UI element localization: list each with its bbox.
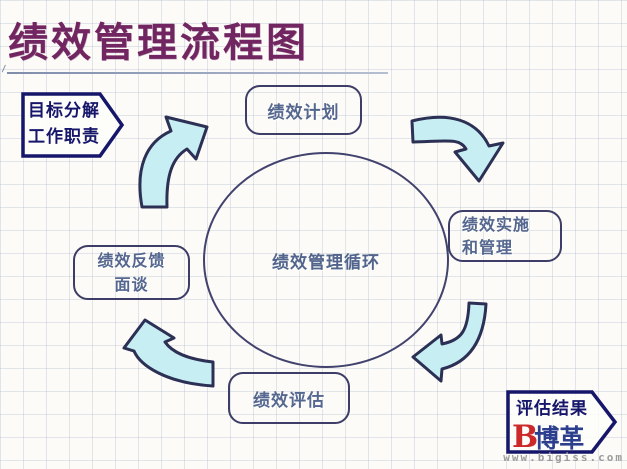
curved-arrow-down-right-icon [410, 115, 505, 183]
page-title: 绩效管理流程图 [8, 19, 309, 66]
implementation-line2: 和管理 [462, 238, 514, 257]
curved-arrow-up-right-icon [138, 115, 209, 209]
goal-line2: 工作职责 [28, 127, 100, 147]
watermark-logo-initial: B [512, 419, 539, 455]
goal-line1: 目标分解 [28, 101, 100, 121]
feedback-line1: 绩效反馈 [97, 250, 166, 270]
performance-plan-label: 绩效计划 [267, 102, 340, 123]
evaluation-result-label: 评估结果 [516, 399, 588, 419]
implementation-line1: 绩效实施 [462, 215, 531, 234]
performance-evaluation-label: 绩效评估 [253, 390, 325, 411]
node-performance-evaluation: 绩效评估 [228, 372, 350, 424]
goal-decomposition-label: 目标分解 工作职责 [24, 98, 104, 150]
feedback-line2: 面谈 [114, 274, 149, 294]
cycle-label: 绩效管理循环 [272, 252, 380, 273]
title-underline [7, 72, 388, 74]
cycle-ellipse: 绩效管理循环 [203, 152, 449, 368]
node-performance-feedback: 绩效反馈 面谈 [73, 245, 190, 300]
node-performance-plan: 绩效计划 [245, 85, 362, 135]
watermark-logo: B博革 [512, 422, 624, 457]
node-performance-implementation: 绩效实施 和管理 [448, 210, 562, 262]
watermark-url: www.bigiss.com [503, 451, 624, 464]
watermark-logo-name: 博革 [534, 424, 585, 453]
curved-arrow-up-left-icon [122, 318, 215, 388]
